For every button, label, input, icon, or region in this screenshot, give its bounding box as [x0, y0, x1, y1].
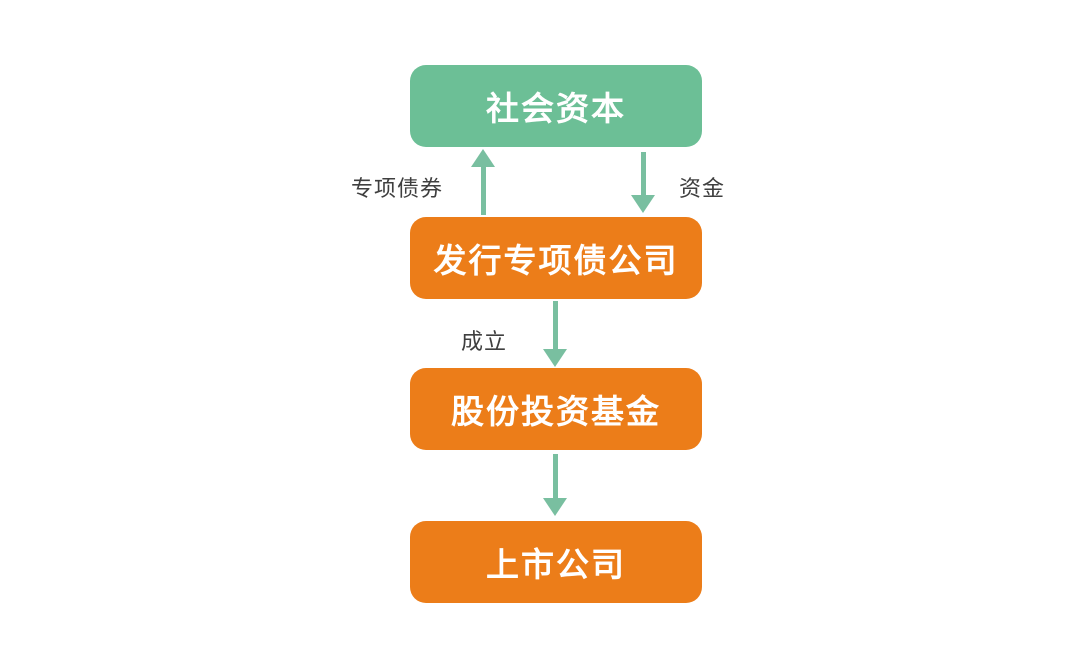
node-bond-issuer: 发行专项债公司: [410, 217, 702, 299]
arrow-up-icon: [471, 149, 495, 167]
node-listed-company: 上市公司: [410, 521, 702, 603]
edge-label-special-bonds: 专项债券: [351, 176, 444, 201]
edge-label-funds: 资金: [679, 176, 726, 201]
node-bond-issuer-label: 发行专项债公司: [433, 242, 679, 279]
node-equity-fund-label: 股份投资基金: [451, 393, 661, 430]
arrow-down-icon: [543, 349, 567, 367]
arrow-down-icon: [631, 195, 655, 213]
arrow-down-icon: [543, 498, 567, 516]
node-listed-company-label: 上市公司: [486, 546, 626, 583]
node-social-capital-label: 社会资本: [486, 90, 626, 127]
edge-label-establish: 成立: [461, 329, 508, 354]
arrow-down-icon: [641, 152, 646, 197]
arrow-down-icon: [553, 454, 558, 500]
node-equity-fund: 股份投资基金: [410, 368, 702, 450]
arrow-down-icon: [553, 301, 558, 351]
node-social-capital: 社会资本: [410, 65, 702, 147]
arrow-up-icon: [481, 165, 486, 215]
